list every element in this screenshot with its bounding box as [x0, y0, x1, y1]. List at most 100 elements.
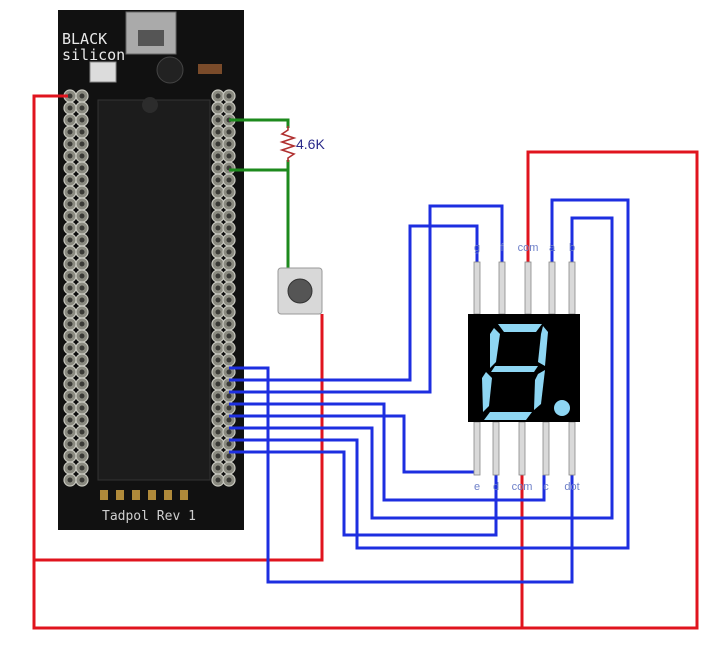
display-bottom-pin	[473, 421, 481, 476]
blue-wire-d	[229, 450, 498, 537]
top-pin-label-3: com	[518, 242, 539, 254]
left-pin-pad-hole	[79, 393, 85, 399]
display-bottom-pin	[492, 421, 500, 476]
right-pin-pad-hole	[226, 309, 232, 315]
segment-dot	[554, 400, 570, 416]
display-top-pin	[498, 261, 506, 315]
right-pin-pad-hole	[215, 261, 221, 267]
right-pin-pad-hole	[226, 321, 232, 327]
left-pin-pad-hole	[67, 117, 73, 123]
right-pin-pad-hole	[226, 189, 232, 195]
left-pin-pad-hole	[79, 429, 85, 435]
red-wire-com-top	[32, 150, 699, 630]
right-pin-pad-hole	[215, 225, 221, 231]
board-component	[156, 56, 184, 84]
right-pin-pad-hole	[215, 309, 221, 315]
left-pin-pad-hole	[67, 345, 73, 351]
left-pin-pad-hole	[79, 261, 85, 267]
right-pin-pad-hole	[215, 393, 221, 399]
left-pin-pad-hole	[67, 429, 73, 435]
right-pin-pad-hole	[215, 345, 221, 351]
left-pin-pad-hole	[67, 189, 73, 195]
brand-line2: silicon	[62, 46, 125, 64]
resistor-label: 4.6K	[296, 136, 325, 152]
right-pin-pad-hole	[215, 285, 221, 291]
left-pin-pad-hole	[67, 465, 73, 471]
bottom-pin-label-3: com	[512, 481, 533, 493]
right-pin-pad-hole	[226, 441, 232, 447]
left-pin-pad-hole	[79, 297, 85, 303]
left-pin-pad-hole	[67, 201, 73, 207]
right-pin-pad-hole	[215, 93, 221, 99]
brand-line1: BLACK	[62, 30, 107, 48]
bottom-pin-pad	[132, 490, 140, 500]
right-pin-pad-hole	[226, 297, 232, 303]
right-pin-pad-hole	[226, 249, 232, 255]
left-pin-pad-hole	[79, 225, 85, 231]
right-pin-pad-hole	[226, 405, 232, 411]
right-pin-pad-hole	[226, 369, 232, 375]
display-top-pin	[473, 261, 481, 315]
top-pin-label-1: g	[474, 242, 480, 254]
right-pin-pad-hole	[226, 141, 232, 147]
right-pin-pad-hole	[226, 285, 232, 291]
right-pin-pad-hole	[215, 381, 221, 387]
right-pin-pad-hole	[226, 225, 232, 231]
right-pin-pad-hole	[215, 177, 221, 183]
right-pin-pad-hole	[215, 213, 221, 219]
left-pin-pad-hole	[79, 381, 85, 387]
left-pin-pad-hole	[67, 417, 73, 423]
right-pin-pad-hole	[226, 453, 232, 459]
left-pin-pad-hole	[79, 273, 85, 279]
blue-wire-b	[229, 216, 614, 520]
left-pin-pad-hole	[79, 405, 85, 411]
bottom-pin-pad	[180, 490, 188, 500]
left-pin-pad-hole	[67, 369, 73, 375]
segment-b	[538, 326, 548, 366]
left-pin-pad-hole	[67, 213, 73, 219]
right-pin-pad-hole	[226, 201, 232, 207]
blue-wire-dot	[229, 366, 574, 584]
button-cap[interactable]	[287, 278, 313, 304]
display-top-pin	[524, 261, 532, 315]
right-pin-pad-hole	[215, 417, 221, 423]
right-pin-pad-hole	[215, 105, 221, 111]
left-pin-pad-hole	[67, 333, 73, 339]
right-pin-pad-hole	[226, 177, 232, 183]
right-pin-pad-hole	[215, 357, 221, 363]
right-pin-pad-hole	[215, 237, 221, 243]
left-pin-pad-hole	[67, 273, 73, 279]
left-pin-pad-hole	[79, 321, 85, 327]
right-pin-pad-hole	[226, 93, 232, 99]
blue-wire-c	[229, 402, 546, 502]
left-header-pins	[63, 89, 89, 487]
left-pin-pad-hole	[67, 165, 73, 171]
right-pin-pad-hole	[215, 465, 221, 471]
display-top-pins	[473, 261, 576, 315]
bottom-header-pins	[100, 490, 188, 500]
left-pin-pad-hole	[79, 441, 85, 447]
microcontroller-board: BLACK silicon Tadpol Rev 1	[58, 10, 244, 530]
bottom-pin-label-4: c	[543, 481, 549, 493]
left-pin-pad-hole	[79, 369, 85, 375]
chip-notch	[142, 97, 158, 113]
bottom-pin-pad	[100, 490, 108, 500]
left-pin-pad-hole	[79, 285, 85, 291]
right-pin-pad-hole	[215, 477, 221, 483]
segment-f	[490, 328, 500, 368]
top-pin-label-5: b	[569, 242, 575, 254]
left-pin-pad-hole	[79, 309, 85, 315]
left-pin-pad-hole	[67, 309, 73, 315]
left-pin-pad-hole	[67, 285, 73, 291]
blue-wire-g	[229, 224, 479, 382]
board-label: Tadpol Rev 1	[102, 509, 196, 524]
left-pin-pad-hole	[79, 93, 85, 99]
reset-button[interactable]	[89, 61, 117, 83]
right-pin-pad-hole	[215, 333, 221, 339]
right-pin-pad-hole	[215, 405, 221, 411]
segment-g	[491, 366, 538, 372]
left-pin-pad-hole	[67, 441, 73, 447]
right-pin-pad-hole	[215, 165, 221, 171]
right-pin-pad-hole	[226, 393, 232, 399]
